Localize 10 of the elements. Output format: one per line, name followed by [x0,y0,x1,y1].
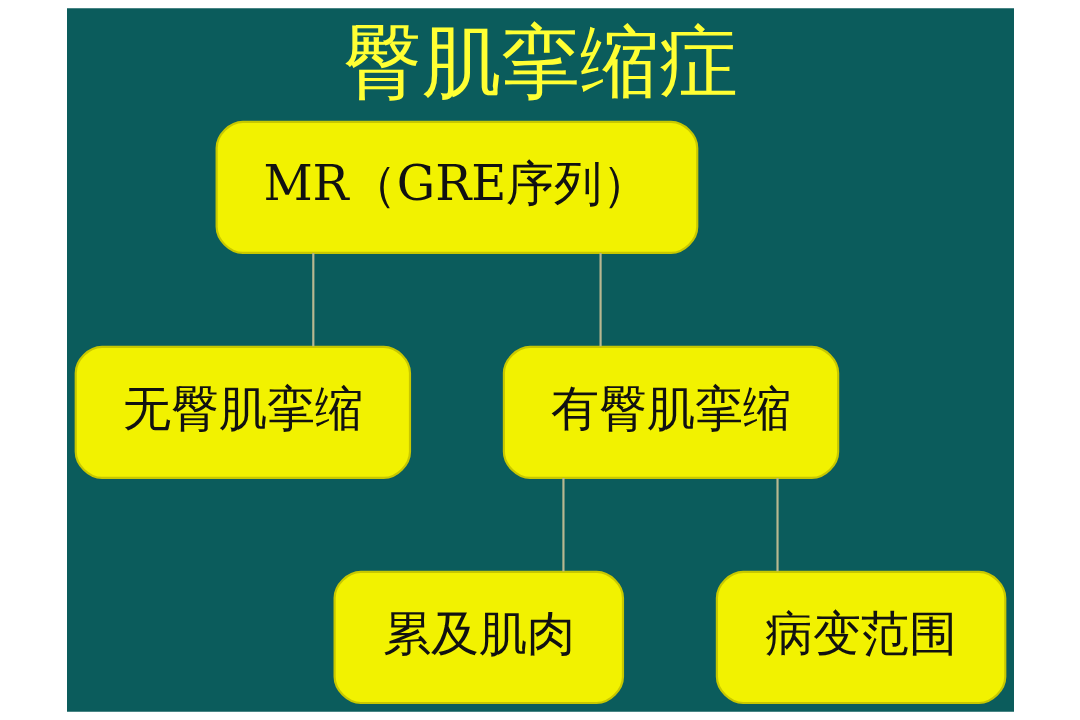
node-box: 累及肌肉 [333,570,624,705]
connector [311,253,314,347]
connector [561,478,565,572]
node-box: 病变范围 [715,570,1006,705]
node-box: MR（GRE序列） [215,120,698,255]
node-box: 有臀肌挛缩 [502,345,839,480]
node-box: 无臀肌挛缩 [74,345,411,480]
connector [599,253,602,347]
connector [775,478,779,572]
diagram-title: 臀肌挛缩症 [342,15,738,108]
